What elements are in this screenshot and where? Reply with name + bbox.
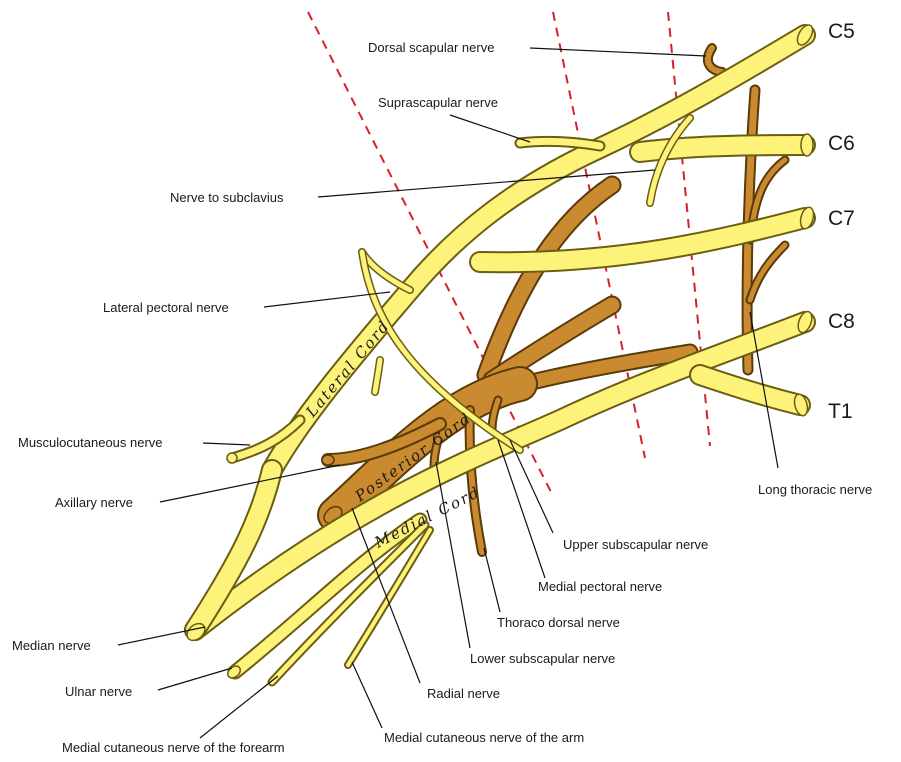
label-musculocutaneous: Musculocutaneous nerve (18, 435, 163, 450)
leader-ulnar (158, 668, 232, 690)
label-ulnar: Ulnar nerve (65, 684, 132, 699)
label-radial: Radial nerve (427, 686, 500, 701)
leader-medial-pectoral (498, 440, 545, 578)
leader-axillary (160, 465, 340, 502)
leader-musculocutaneous (203, 443, 250, 445)
label-median: Median nerve (12, 638, 91, 653)
root-label-c5: C5 (828, 20, 855, 43)
leader-medial-cutaneous-forearm (200, 676, 278, 738)
label-nerve-to-subclavius: Nerve to subclavius (170, 190, 284, 205)
leader-dorsal-scapular (530, 48, 706, 56)
label-medial-cutaneous-arm: Medial cutaneous nerve of the arm (384, 730, 584, 745)
label-upper-subscapular: Upper subscapular nerve (563, 537, 708, 552)
leader-medial-cutaneous-arm (352, 662, 382, 728)
label-medial-cutaneous-forearm: Medial cutaneous nerve of the forearm (62, 740, 285, 755)
label-long-thoracic: Long thoracic nerve (758, 482, 872, 497)
label-lower-subscapular: Lower subscapular nerve (470, 651, 615, 666)
root-label-c7: C7 (828, 207, 855, 230)
root-label-t1: T1 (828, 400, 853, 423)
label-suprascapular: Suprascapular nerve (378, 95, 498, 110)
leader-suprascapular (450, 115, 530, 142)
leader-thoraco-dorsal (484, 548, 500, 612)
label-medial-pectoral: Medial pectoral nerve (538, 579, 662, 594)
root-label-c6: C6 (828, 132, 855, 155)
label-axillary: Axillary nerve (55, 495, 133, 510)
leader-upper-subscapular (510, 440, 553, 533)
root-labels: C5 C6 C7 C8 T1 (828, 20, 855, 423)
root-label-c8: C8 (828, 310, 855, 333)
label-thoraco-dorsal: Thoraco dorsal nerve (497, 615, 620, 630)
label-dorsal-scapular: Dorsal scapular nerve (368, 40, 494, 55)
label-lateral-pectoral: Lateral pectoral nerve (103, 300, 229, 315)
